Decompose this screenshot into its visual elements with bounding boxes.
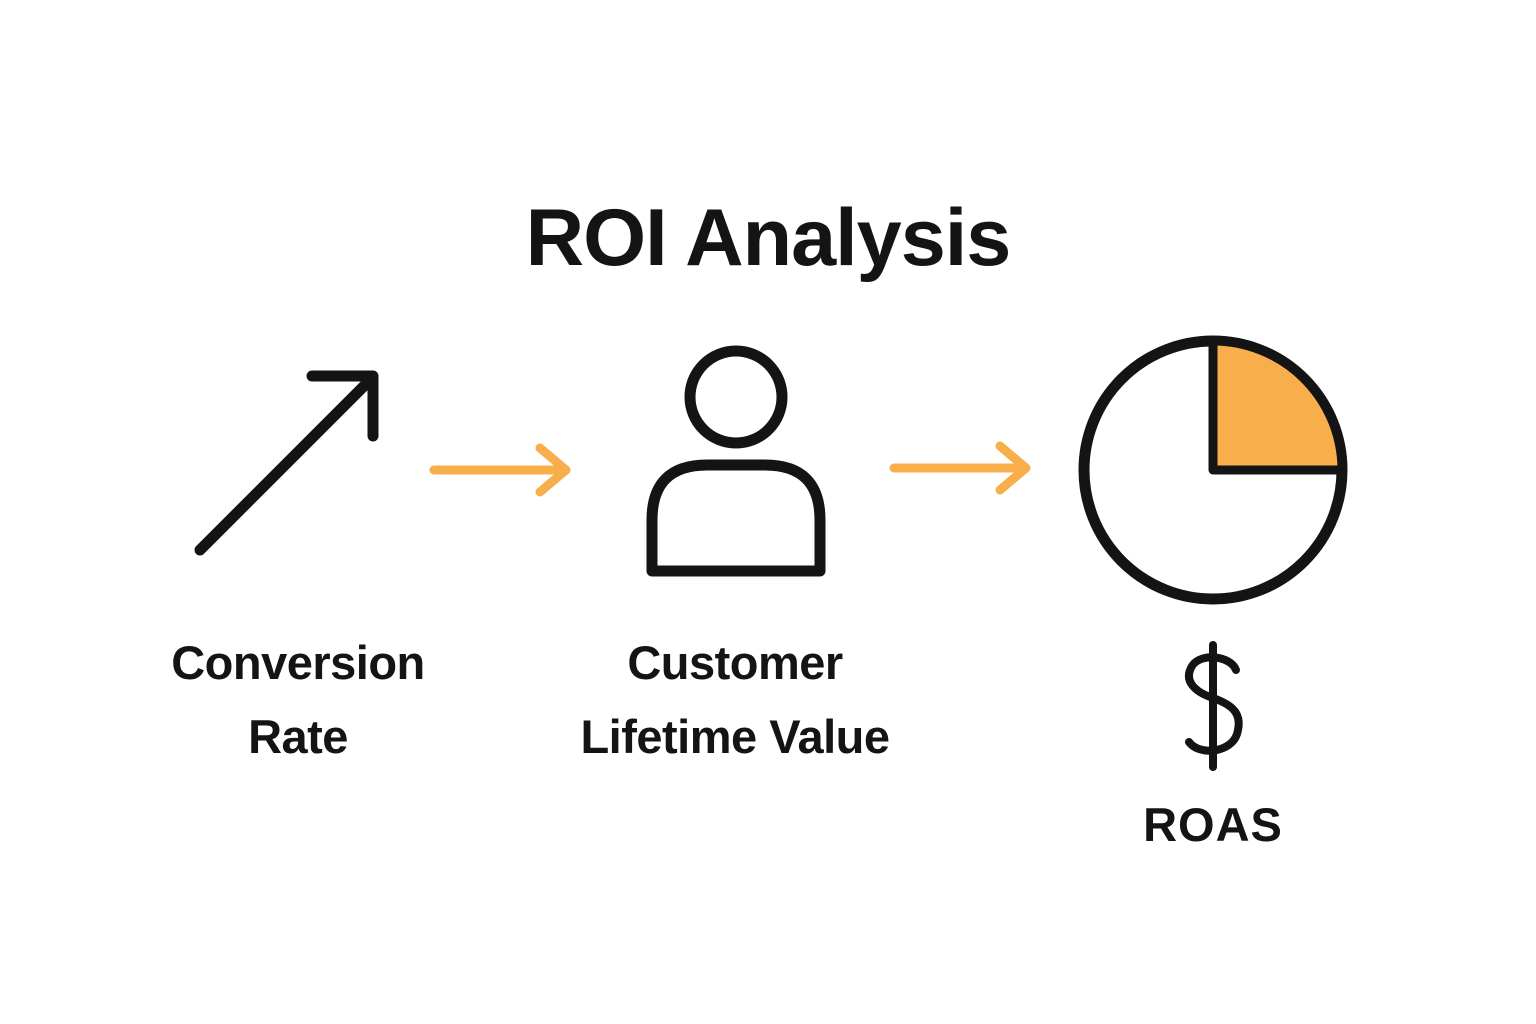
customer-lifetime-value-label: Customer Lifetime Value — [580, 636, 890, 763]
right-arrow-icon — [429, 443, 571, 497]
pie-quarter-slice — [1208, 336, 1347, 475]
right-arrow-icon — [889, 441, 1031, 495]
pie-chart-icon — [1078, 335, 1348, 605]
diagram-title: ROI Analysis — [525, 193, 1012, 284]
trend-up-arrow-icon — [194, 370, 379, 556]
dollar-sign-icon — [1184, 641, 1243, 771]
conversion-rate-label: Conversion Rate — [171, 636, 425, 763]
person-icon — [646, 345, 826, 577]
roas-label: ROAS — [1143, 798, 1283, 851]
